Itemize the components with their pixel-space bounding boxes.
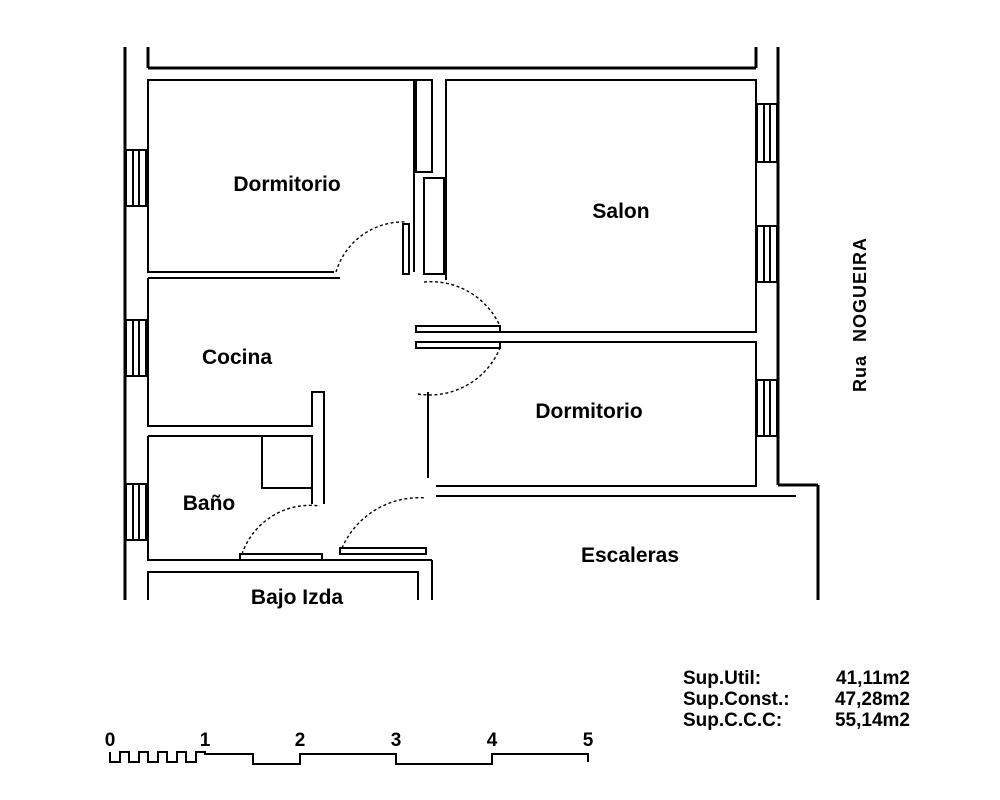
room-labels: Dormitorio Salon Cocina Dormitorio Baño …: [183, 173, 679, 609]
surface-label-ccc: Sup.C.C.C:: [683, 710, 782, 731]
room-label-bano: Baño: [183, 492, 236, 515]
room-label-dormitorio-2: Dormitorio: [535, 400, 642, 423]
surface-label-util: Sup.Util:: [683, 668, 761, 689]
room-label-cocina: Cocina: [202, 346, 272, 369]
street-label: Rua NOGUEIRA: [850, 237, 870, 392]
street-name: NOGUEIRA: [850, 237, 870, 342]
surface-table: Sup.Util: 41,11m2 Sup.Const.: 47,28m2 Su…: [683, 668, 910, 731]
walls: [123, 47, 820, 600]
room-label-salon: Salon: [592, 200, 649, 223]
scale-bar-line: [109, 751, 589, 765]
scale-tick-1: 1: [200, 730, 211, 751]
scale-tick-0: 0: [105, 730, 116, 751]
surface-value-ccc: 55,14m2: [835, 710, 910, 731]
scale-tick-3: 3: [391, 730, 402, 751]
scale-tick-4: 4: [487, 730, 498, 751]
scale-tick-5: 5: [583, 730, 594, 751]
room-label-dormitorio-1: Dormitorio: [233, 173, 340, 196]
scale-bar: 0 1 2 3 4 5: [105, 730, 594, 765]
room-label-bajo-izda: Bajo Izda: [251, 586, 344, 609]
doors: [239, 221, 501, 561]
surface-value-util: 41,11m2: [836, 668, 910, 689]
street-prefix: Rua: [850, 355, 870, 392]
scale-tick-2: 2: [295, 730, 306, 751]
room-label-escaleras: Escaleras: [581, 544, 679, 567]
windows: [125, 103, 778, 541]
surface-value-const: 47,28m2: [835, 689, 910, 710]
surface-label-const: Sup.Const.:: [683, 689, 790, 710]
